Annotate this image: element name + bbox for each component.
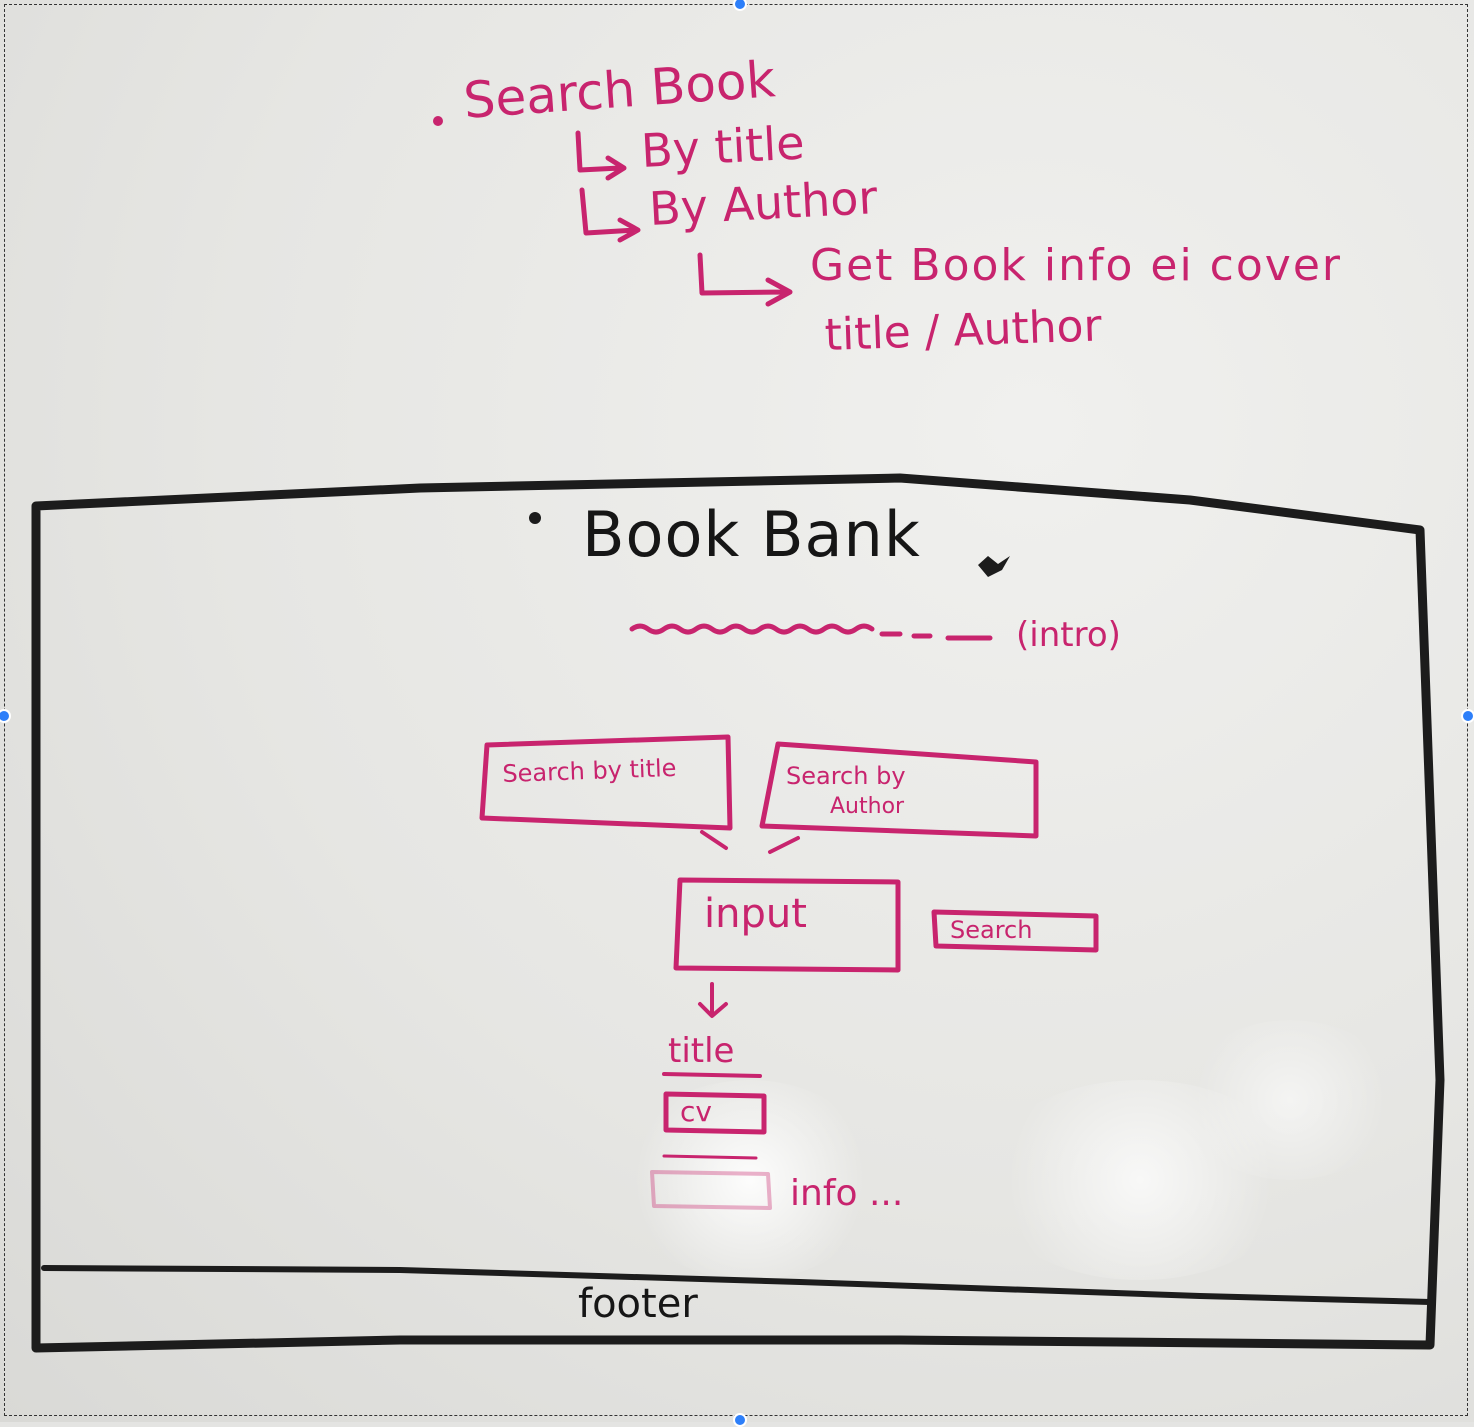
search-by-author-button-line2[interactable]: Author — [830, 794, 905, 819]
footer-divider — [41, 1265, 1433, 1305]
intro-squiggle — [629, 623, 993, 641]
arrow-icon — [697, 252, 793, 307]
resize-handle[interactable] — [1461, 709, 1474, 723]
cover-box — [663, 1091, 767, 1135]
smudged-box — [650, 1170, 772, 1210]
search-button[interactable]: Search — [950, 916, 1033, 944]
connector-line — [768, 836, 800, 854]
down-arrow-icon — [698, 982, 728, 1018]
search-by-title-button[interactable]: Search by title — [501, 753, 677, 788]
note-get-book-info: Get Book info ei cover — [810, 240, 1342, 291]
result-title: title — [668, 1031, 735, 1071]
light-glare — [1180, 1020, 1400, 1180]
light-glare — [620, 1080, 880, 1280]
search-button-box — [931, 909, 1099, 953]
resize-handle[interactable] — [733, 1413, 747, 1427]
connector-line — [700, 830, 728, 850]
note-title-author: title / Author — [823, 300, 1103, 361]
note-by-title: By title — [639, 115, 806, 178]
search-input[interactable]: input — [704, 891, 807, 937]
arrow-icon — [579, 187, 641, 243]
result-cover: cv — [680, 1095, 712, 1128]
resize-handle[interactable] — [733, 0, 747, 11]
page-frame — [31, 473, 1445, 1353]
resize-handle[interactable] — [0, 709, 11, 723]
input-box — [673, 877, 901, 973]
note-by-author: By Author — [647, 170, 879, 236]
cover-underline — [662, 1154, 758, 1160]
title-underline — [662, 1072, 762, 1078]
search-by-title-box — [479, 734, 733, 831]
star-mark — [978, 556, 1010, 577]
arrow-icon — [575, 130, 627, 181]
search-by-author-box — [759, 741, 1039, 839]
bullet-dot — [433, 116, 443, 126]
result-info: info ... — [790, 1173, 904, 1214]
star-mark — [529, 512, 541, 524]
search-by-author-button-line1[interactable]: Search by — [786, 762, 906, 790]
page-title: Book Bank — [582, 498, 921, 571]
footer-label: footer — [578, 1281, 698, 1327]
intro-label: (intro) — [1016, 615, 1121, 655]
